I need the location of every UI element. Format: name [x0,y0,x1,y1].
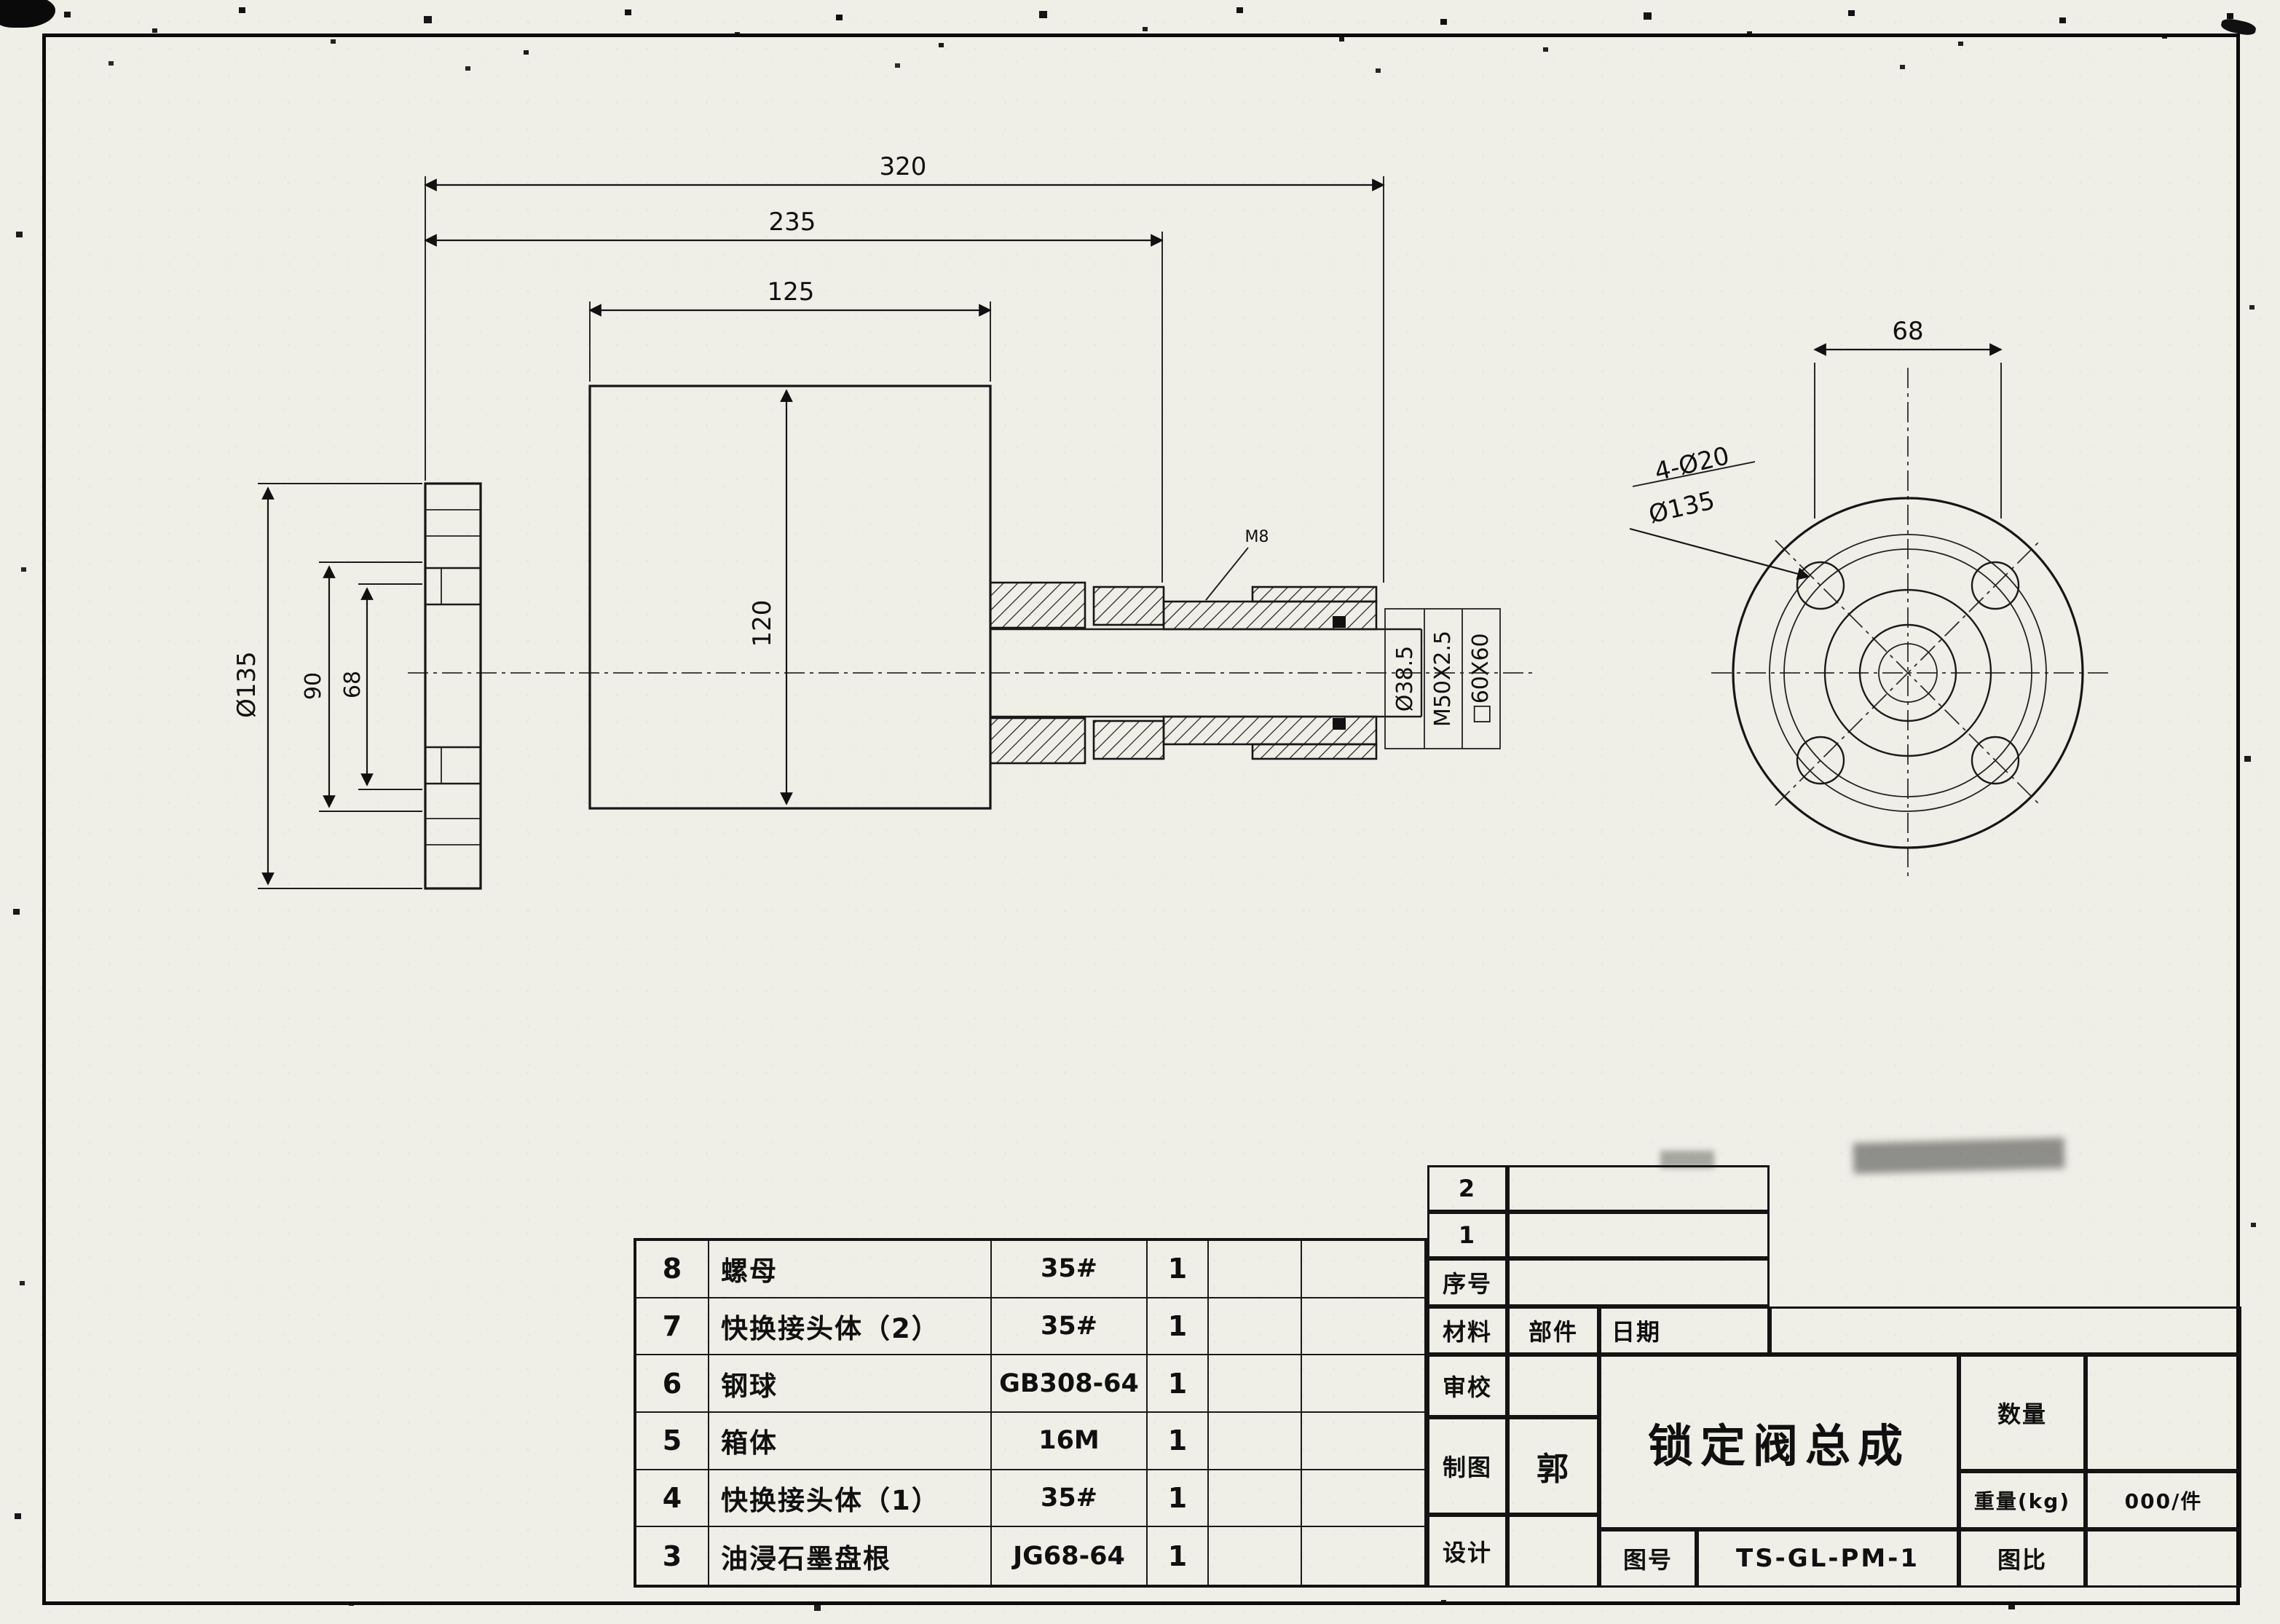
titleblock-review-value [1507,1355,1599,1417]
dim-bore-diameter: Ø38.5 [1392,646,1418,712]
dimension-lines: 320 235 125 120 Ø135 90 68 M8 [232,152,1501,889]
part-name: 快换接头体（1） [709,1470,992,1528]
part-empty-cell [1209,1355,1302,1413]
dim-bolt-circle: Ø135 [1646,486,1717,529]
flange-side-view [424,482,482,890]
dim-flange-68: 68 [340,671,366,698]
titleblock-drafter-label: 制图 [1427,1417,1507,1515]
titleblock-empty-row2 [1507,1165,1770,1212]
part-empty-cell [1302,1527,1424,1585]
part-empty-cell [1302,1241,1424,1298]
dim-thread-spec: M50X2.5 [1430,631,1456,727]
dim-body-height: 120 [748,600,777,647]
titleblock-drawing-no-value: TS-GL-PM-1 [1697,1529,1959,1588]
part-empty-cell [1209,1241,1302,1298]
part-qty: 1 [1148,1527,1209,1585]
dim-bolt-holes: 4-Ø20 [1652,441,1732,486]
part-name: 快换接头体（2） [709,1298,992,1356]
part-spec: 35# [992,1470,1148,1528]
titleblock-weight-label: 重量(kg) [1959,1471,2086,1529]
part-spec: 35# [992,1298,1148,1356]
dim-front-width: 68 [1892,317,1923,346]
part-name: 箱体 [709,1412,992,1470]
dim-flange-90: 90 [301,672,326,700]
bolt-hole-bottom-left [1796,736,1845,785]
coupler-section [989,581,1423,765]
ball-seat-lower [1333,718,1346,730]
titleblock-assembly-title: 锁定阀总成 [1599,1355,1959,1529]
part-empty-cell [1209,1470,1302,1528]
part-spec: GB308-64 [992,1355,1148,1413]
part-name: 钢球 [709,1355,992,1413]
part-no: 5 [636,1412,709,1470]
part-empty-cell [1302,1355,1424,1413]
parts-list-table: 8 螺母 35# 1 7 快换接头体（2） 35# 1 6 钢球 GB308-6… [634,1238,1427,1588]
part-qty: 1 [1148,1412,1209,1470]
titleblock-review-label: 审校 [1427,1355,1507,1417]
part-empty-cell [1302,1298,1424,1356]
titleblock-material-label: 材料 [1427,1306,1507,1355]
titleblock-scale-value [2086,1529,2241,1588]
sheet-border [42,33,2240,1605]
scan-smudge [1853,1138,2065,1174]
titleblock-serial-label: 序号 [1427,1258,1507,1306]
titleblock-scale-label: 图比 [1959,1529,2086,1588]
part-empty-cell [1209,1412,1302,1470]
titleblock-weight-value: 000/件 [2086,1471,2241,1529]
titleblock-index-1: 1 [1427,1212,1507,1258]
ball-seat-upper [1333,616,1346,628]
part-no: 4 [636,1470,709,1528]
dim-flange-diameter: Ø135 [232,651,261,718]
titleblock-empty-row1 [1507,1212,1770,1258]
titleblock-date-value [1770,1306,2241,1355]
bolt-hole-bottom-right [1971,736,2020,785]
part-qty: 1 [1148,1241,1209,1298]
titleblock-designer-value [1507,1515,1599,1588]
dim-screw-label: M8 [1245,528,1269,546]
dim-body-width: 125 [768,277,815,307]
dim-square-section: □60X60 [1468,633,1494,724]
part-no: 7 [636,1298,709,1356]
titleblock-drawing-no-label: 图号 [1599,1529,1697,1588]
part-no: 6 [636,1355,709,1413]
titleblock-quantity-label: 数量 [1959,1355,2086,1471]
part-empty-cell [1302,1413,1424,1470]
bolt-hole-top-right [1971,561,2020,610]
titleblock-date-label: 日期 [1599,1306,1770,1355]
dim-overall-length: 320 [880,152,927,181]
part-empty-cell [1302,1470,1424,1528]
part-name: 油浸石墨盘根 [709,1527,992,1585]
part-no: 8 [636,1241,709,1298]
titleblock-index-2: 2 [1427,1165,1507,1212]
titleblock-component-label: 部件 [1507,1306,1599,1355]
valve-body [588,385,992,810]
part-empty-cell [1209,1527,1302,1585]
part-spec: JG68-64 [992,1527,1148,1585]
part-qty: 1 [1148,1298,1209,1356]
dim-mid-length: 235 [769,208,816,237]
titleblock-quantity-value [2086,1355,2241,1471]
part-no: 3 [636,1527,709,1585]
part-spec: 16M [992,1412,1148,1470]
part-spec: 35# [992,1241,1148,1298]
titleblock-designer-label: 设计 [1427,1515,1507,1588]
bolt-hole-top-left [1796,561,1845,610]
part-empty-cell [1209,1298,1302,1356]
part-qty: 1 [1148,1355,1209,1413]
titleblock-serial-empty [1507,1258,1770,1306]
part-qty: 1 [1148,1470,1209,1528]
flange-front-view: 68 4-Ø20 Ø135 [1629,317,2084,849]
titleblock-drafter-name: 郭 [1507,1417,1599,1515]
part-name: 螺母 [709,1241,992,1298]
